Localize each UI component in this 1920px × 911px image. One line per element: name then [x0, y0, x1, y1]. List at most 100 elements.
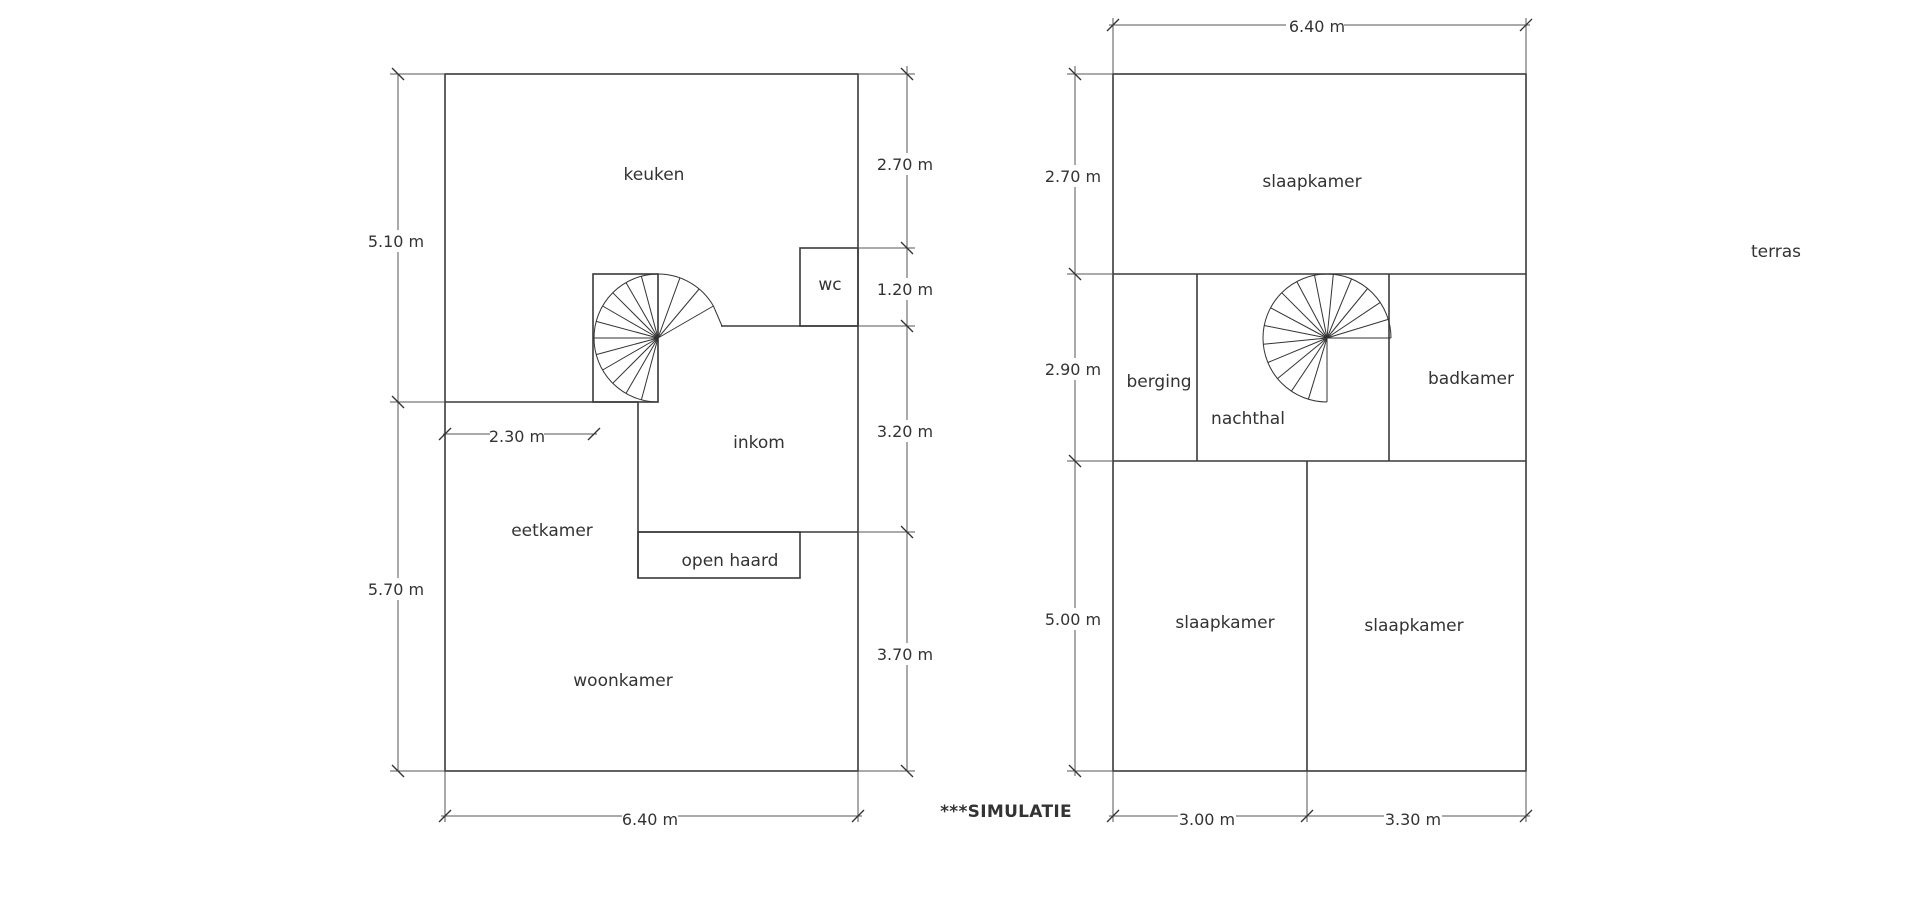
- wc-room-outline: [799, 247, 859, 327]
- dim-label-width-bottom: 6.40 m: [622, 810, 678, 829]
- tick: [900, 764, 914, 778]
- room-label-keuken: keuken: [624, 165, 685, 185]
- dim-label-bg: [880, 278, 934, 300]
- stair-step: [1296, 281, 1328, 339]
- room-label-open-haard: open haard: [682, 551, 779, 571]
- tick: [900, 525, 914, 539]
- dim-label-bottom-1: 3.00 m: [1179, 810, 1235, 829]
- tick: [391, 67, 405, 81]
- dim-label-left-3: 5.00 m: [1045, 610, 1101, 629]
- stair-step: [1281, 292, 1328, 339]
- dim-label-bg: [1286, 15, 1344, 37]
- first-floor-plan: slaapkamer berging nachthal badkamer sla…: [1045, 15, 1533, 830]
- stair-step: [1290, 337, 1328, 392]
- stair-step: [602, 305, 659, 339]
- stair-step: [1307, 337, 1328, 400]
- dim-label-width-top: 6.40 m: [1289, 17, 1345, 36]
- ground-floor-plan: keuken wc inkom eetkamer open haard woon…: [368, 66, 934, 830]
- stair-step: [612, 337, 659, 384]
- dim-label-right-3: 3.20 m: [877, 422, 933, 441]
- tick: [1106, 18, 1120, 32]
- stair-step: [657, 305, 714, 339]
- tick: [391, 764, 405, 778]
- stair-step: [596, 337, 659, 356]
- dim-label-bg: [880, 643, 934, 665]
- dim-label-height-bottom: 5.70 m: [368, 580, 424, 599]
- tick: [851, 809, 865, 823]
- ground-spiral-stair: [593, 273, 723, 403]
- dim-label-bg: [1046, 165, 1102, 187]
- tick: [438, 809, 452, 823]
- dim-label-bg: [1046, 608, 1102, 630]
- dim-label-left-1: 2.70 m: [1045, 167, 1101, 186]
- stair-step: [1267, 337, 1328, 363]
- stair-step: [657, 277, 681, 339]
- room-label-inkom: inkom: [733, 433, 785, 453]
- stair-step: [640, 337, 659, 400]
- tick: [1519, 809, 1533, 823]
- dim-label-bg: [880, 153, 934, 175]
- stair-step: [640, 276, 659, 339]
- dim-label-right-4: 3.70 m: [877, 645, 933, 664]
- stair-step: [1326, 278, 1352, 339]
- dim-label-bg: [1046, 358, 1102, 380]
- tick: [1068, 267, 1082, 281]
- fireplace-outline: [637, 531, 801, 579]
- tick: [1519, 18, 1533, 32]
- dim-label-bg: [372, 230, 424, 252]
- room-label-eetkamer: eetkamer: [511, 521, 593, 541]
- stair-step: [625, 282, 659, 339]
- stair-step: [1277, 337, 1328, 379]
- stair-step: [612, 292, 659, 339]
- dim-label-right-1: 2.70 m: [877, 155, 933, 174]
- dim-label-bg: [622, 808, 678, 830]
- stair-step: [1326, 318, 1389, 339]
- stair-step: [1264, 325, 1328, 339]
- dim-label-inner-width: 2.30 m: [489, 427, 545, 446]
- stair-step: [1314, 275, 1328, 339]
- room-label-slaapkamer-right: slaapkamer: [1364, 616, 1463, 636]
- ground-floor-outline: [444, 73, 859, 772]
- dim-label-bg: [490, 425, 544, 447]
- stair-step: [1326, 301, 1381, 339]
- stair-step: [1326, 288, 1368, 339]
- room-label-slaapkamer-left: slaapkamer: [1175, 613, 1274, 633]
- stair-step: [1270, 307, 1328, 339]
- first-floor-outline: [1112, 73, 1527, 772]
- room-label-berging: berging: [1126, 372, 1191, 392]
- stair-step: [1263, 337, 1328, 345]
- tick: [1068, 454, 1082, 468]
- dim-label-bottom-2: 3.30 m: [1385, 810, 1441, 829]
- tick: [900, 67, 914, 81]
- tick: [900, 241, 914, 255]
- room-label-nachthal: nachthal: [1211, 409, 1285, 429]
- room-label-woonkamer: woonkamer: [573, 671, 672, 691]
- stair-step: [1326, 274, 1334, 339]
- dim-label-height-top: 5.10 m: [368, 232, 424, 251]
- dim-label-bg: [880, 420, 934, 442]
- simulation-label: ***SIMULATIE: [940, 802, 1072, 822]
- dim-label-bg: [1384, 808, 1442, 830]
- stair-step: [602, 337, 659, 371]
- room-label-badkamer: badkamer: [1428, 369, 1514, 389]
- tick: [1300, 809, 1314, 823]
- tick: [391, 395, 405, 409]
- stair-step: [625, 337, 659, 394]
- dim-label-bg: [1178, 808, 1236, 830]
- room-label-wc: wc: [818, 275, 841, 295]
- tick: [900, 319, 914, 333]
- terrace-label: terras: [1751, 242, 1801, 262]
- tick: [587, 427, 601, 441]
- room-label-slaapkamer-top: slaapkamer: [1262, 172, 1361, 192]
- tick: [1068, 764, 1082, 778]
- tick: [1068, 67, 1082, 81]
- dim-label-bg: [372, 578, 424, 600]
- stair-step: [657, 288, 700, 339]
- stair-arc: [657, 273, 723, 327]
- dim-label-left-2: 2.90 m: [1045, 360, 1101, 379]
- tick: [438, 427, 452, 441]
- first-spiral-stair: [1262, 273, 1392, 403]
- tick: [1106, 809, 1120, 823]
- dim-label-right-2: 1.20 m: [877, 280, 933, 299]
